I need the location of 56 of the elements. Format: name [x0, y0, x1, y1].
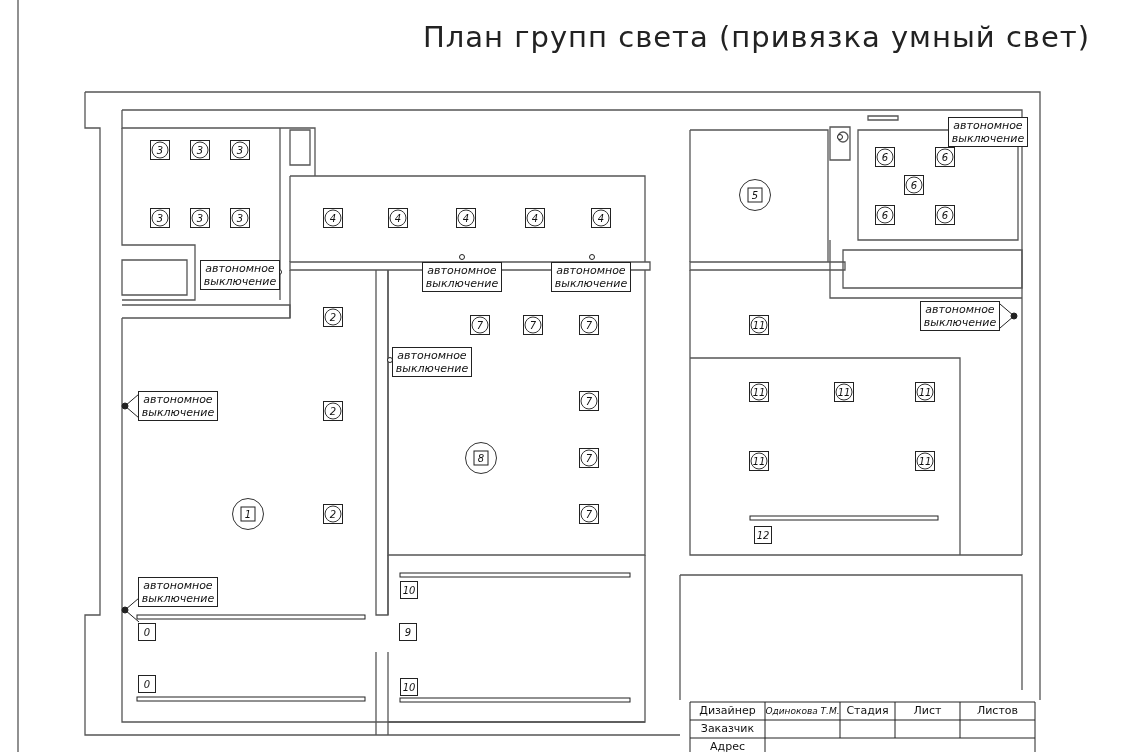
ceiling-light: 2	[323, 401, 343, 421]
ceiling-light: 7	[523, 315, 543, 335]
ceiling-light: 6	[904, 175, 924, 195]
ceiling-light: 6	[875, 205, 895, 225]
ceiling-light: 9	[399, 623, 417, 641]
ceiling-light: 4	[388, 208, 408, 228]
switch-label: автономное выключение	[392, 347, 472, 377]
title: План групп света (привязка умный свет)	[422, 20, 1090, 54]
ceiling-light: 0	[138, 623, 156, 641]
header-cell-text: Листов	[975, 704, 1020, 717]
switch-label: автономное выключение	[200, 260, 280, 290]
switch-label: автономное выключение	[551, 262, 631, 292]
ceiling-light: 7	[470, 315, 490, 335]
header-cell-text: Заказчик	[699, 722, 756, 735]
ceiling-light: 4	[591, 208, 611, 228]
ceiling-light: 4	[456, 208, 476, 228]
ceiling-light: 6	[935, 205, 955, 225]
ceiling-light: 11	[915, 451, 935, 471]
header-cell-text: Стадия	[845, 704, 890, 717]
ceiling-light: 3	[190, 140, 210, 160]
ceiling-light: 3	[150, 208, 170, 228]
designer-name: Одинокова Т.М.	[765, 706, 840, 716]
ceiling-light: 6	[875, 147, 895, 167]
ceiling-light: 3	[230, 208, 250, 228]
switch-label: автономное выключение	[138, 577, 218, 607]
ceiling-light: 2	[323, 307, 343, 327]
ceiling-light: 8	[465, 442, 497, 474]
switch-label: автономное выключение	[920, 301, 1000, 331]
ceiling-light: 11	[834, 382, 854, 402]
ceiling-light: 2	[323, 504, 343, 524]
ceiling-light: 11	[749, 451, 769, 471]
header-cell-text: Лист	[912, 704, 943, 717]
ceiling-light: 3	[190, 208, 210, 228]
ceiling-light: 10	[400, 581, 418, 599]
switch-label: автономное выключение	[138, 391, 218, 421]
ceiling-light: 7	[579, 391, 599, 411]
ceiling-light: 11	[749, 315, 769, 335]
ceiling-light: 11	[749, 382, 769, 402]
ceiling-light: 4	[525, 208, 545, 228]
ceiling-light: 4	[323, 208, 343, 228]
ceiling-light: 7	[579, 315, 599, 335]
ceiling-light: 3	[230, 140, 250, 160]
ceiling-light: 11	[915, 382, 935, 402]
switch-label: автономное выключение	[422, 262, 502, 292]
switch-label: автономное выключение	[948, 117, 1028, 147]
ceiling-light: 0	[138, 675, 156, 693]
ceiling-light: 7	[579, 504, 599, 524]
ceiling-light: 5	[739, 179, 771, 211]
ceiling-light: 3	[150, 140, 170, 160]
ceiling-light: 10	[400, 678, 418, 696]
ceiling-light: 7	[579, 448, 599, 468]
ceiling-light: 12	[754, 526, 772, 544]
ceiling-light: 1	[232, 498, 264, 530]
ceiling-light: 6	[935, 147, 955, 167]
header-cell-text: Дизайнер	[698, 704, 757, 717]
header-cell-text: Адрес	[709, 740, 746, 752]
